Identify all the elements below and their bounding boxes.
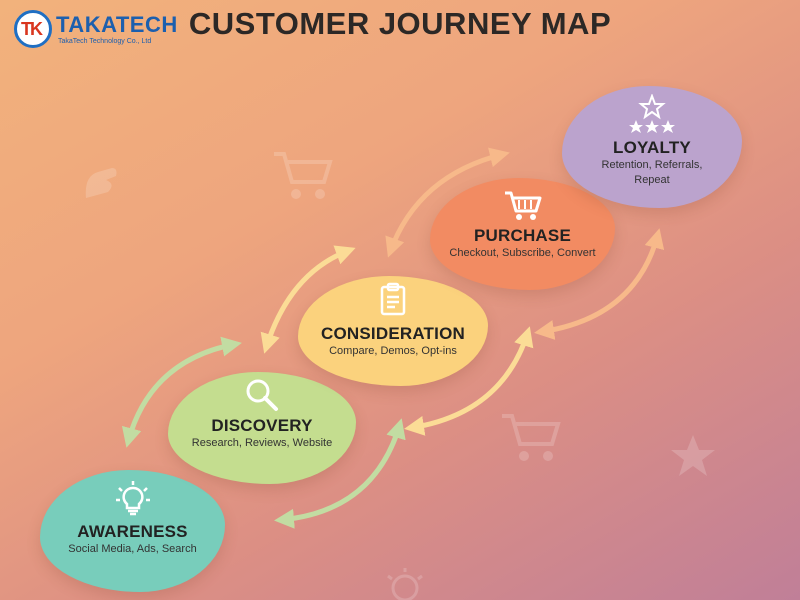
stage-description: Compare, Demos, Opt-ins [329,345,457,357]
stars-icon [629,94,675,133]
stage-description: Checkout, Subscribe, Convert [449,247,596,259]
stage-title: AWARENESS [77,522,188,541]
stage-description: Research, Reviews, Website [191,437,333,449]
arrow-discovery-purchase-lower [404,326,534,436]
arrow-awareness-discovery-lower [274,418,406,529]
stage-title: LOYALTY [613,138,691,157]
stage-title: CONSIDERATION [321,324,465,343]
stage-title: DISCOVERY [211,416,313,435]
bg-cart-icon [274,152,333,199]
bg-star-icon [671,435,715,476]
magnifier-icon [246,379,278,411]
cart-icon [504,191,541,220]
arrow-consideration-purchase [385,147,510,258]
bg-hand-icon [85,168,117,198]
stage-description: Social Media, Ads, Search [68,543,197,555]
logo-mark-text: TK [21,19,43,39]
stage-consideration[interactable]: CONSIDERATION Compare, Demos, Opt-ins [298,276,488,386]
lightbulb-icon [115,481,150,516]
stage-title: PURCHASE [473,226,571,245]
arrow-awareness-discovery [121,336,242,448]
stage-description: Retention, Referrals, Repeat [601,159,703,186]
bg-bulb-icon [387,568,423,600]
arrow-purchase-loyalty-lower [534,228,665,340]
logo-tagline: TakaTech Technology Co., Ltd [58,38,152,45]
company-logo: TK TAKATECH TakaTech Technology Co., Ltd [14,10,194,50]
arrow-discovery-consideration [260,245,356,354]
stage-purchase[interactable]: PURCHASE Checkout, Subscribe, Convert [430,178,615,290]
stage-loyalty[interactable]: LOYALTY Retention, Referrals, Repeat [562,86,742,208]
logo-mark: TK [14,10,52,48]
page-title: CUSTOMER JOURNEY MAP [188,6,612,41]
stage-discovery[interactable]: DISCOVERY Research, Reviews, Website [168,372,356,484]
logo-name: TAKATECH [56,12,178,37]
clipboard-icon [380,282,406,316]
stage-awareness[interactable]: AWARENESS Social Media, Ads, Search [40,470,225,592]
